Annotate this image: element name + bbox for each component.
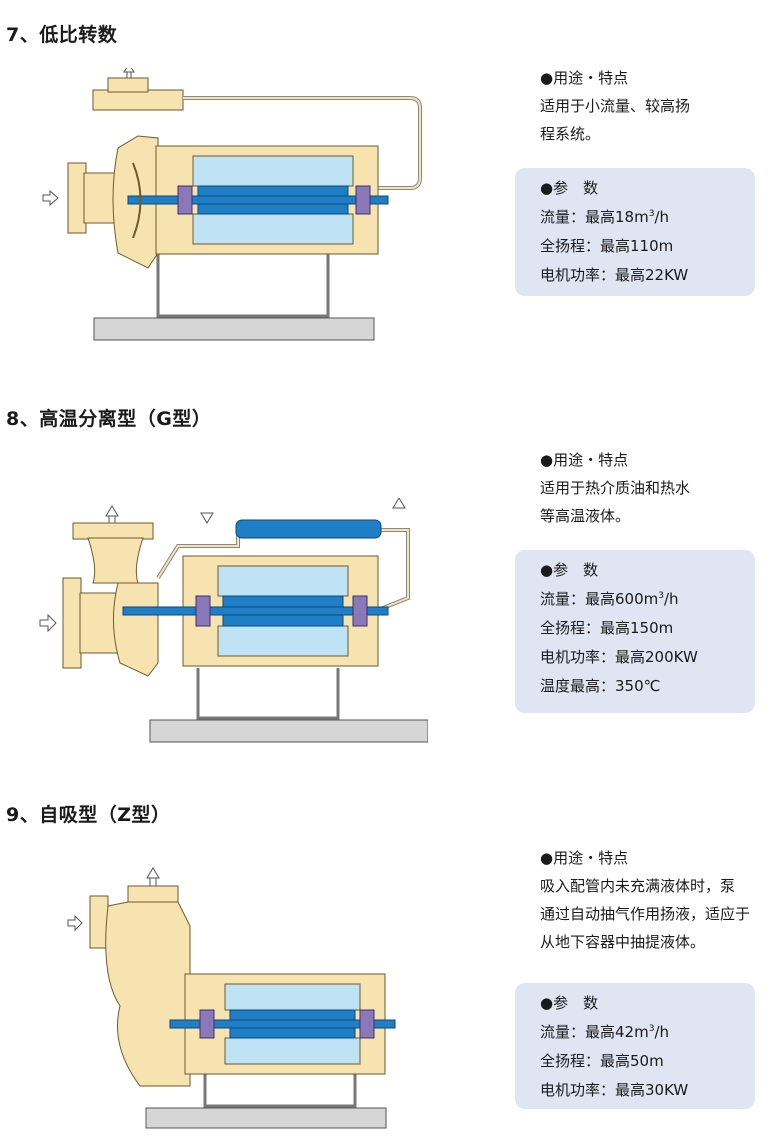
parameters-box: ●参 数 流量：最高600m3/h 全扬程：最高150m 电机功率：最高200K… [515, 550, 755, 713]
pump-diagram [67, 867, 396, 1129]
shaft [127, 195, 389, 205]
stator [192, 155, 354, 187]
uses-features: ●用途・特点 吸入配管内未充满液体时，泵 通过自动抽气作用扬液，适应于 从地下容… [540, 844, 750, 956]
down-arrow-icon [200, 512, 214, 524]
inlet-arrow-icon [42, 189, 59, 207]
up-arrow-icon [105, 505, 119, 523]
heat-exchanger [235, 519, 382, 539]
params-title: ●参 数 [540, 994, 599, 1012]
pump-diagram [39, 498, 428, 743]
param-flow: 流量：最高18m3/h [540, 208, 670, 226]
section-heading: 7、低比转数 [6, 24, 118, 46]
shaft [169, 1019, 396, 1029]
param-power: 电机功率：最高22KW [540, 266, 689, 284]
stator [224, 983, 361, 1011]
uses-line: 吸入配管内未充满液体时，泵 [540, 877, 736, 895]
pump-diagram [42, 68, 422, 341]
section-low-specific-speed: 7、低比转数 ●用途・特点 适用于小流量、较高扬 程系 [0, 0, 780, 380]
uses-title: ●用途・特点 [540, 849, 629, 867]
uses-features: ●用途・特点 适用于热介质油和热水 等高温液体。 [540, 446, 690, 530]
base-plate [145, 1107, 387, 1129]
uses-title: ●用途・特点 [540, 451, 629, 469]
section-heading: 9、自吸型（Z型） [6, 804, 171, 826]
uses-line: 从地下容器中抽提液体。 [540, 933, 706, 951]
support-stand [196, 668, 340, 720]
parameters-box: ●参 数 流量：最高42m3/h 全扬程：最高50m 电机功率：最高30KW [515, 983, 755, 1109]
uses-line: 程系统。 [540, 125, 601, 143]
param-head: 全扬程：最高50m [540, 1052, 664, 1070]
param-temperature: 温度最高：350℃ [540, 677, 661, 695]
base-plate [149, 719, 428, 743]
up-arrow-icon [146, 867, 160, 886]
base-plate [93, 317, 375, 341]
uses-line: 适用于热介质油和热水 [540, 479, 691, 497]
param-flow: 流量：最高600m3/h [540, 590, 679, 608]
params-title: ●参 数 [540, 561, 599, 579]
priming-casing [105, 901, 191, 1087]
section-heading: 8、高温分离型（G型） [6, 408, 212, 430]
uses-line: 适用于小流量、较高扬 [540, 97, 691, 115]
bearing [177, 185, 193, 215]
inlet-arrow-icon [39, 613, 57, 633]
bearing [199, 1009, 215, 1039]
support-stand [156, 248, 330, 318]
stator [217, 565, 349, 597]
bearing [195, 595, 211, 627]
param-power: 电机功率：最高30KW [540, 1081, 689, 1099]
param-power: 电机功率：最高200KW [540, 648, 698, 666]
param-head: 全扬程：最高150m [540, 619, 674, 637]
uses-line: 通过自动抽气作用扬液，适应于 [540, 905, 751, 923]
impeller [132, 162, 142, 239]
uses-line: 等高温液体。 [540, 507, 631, 525]
shaft [122, 606, 389, 616]
params-title: ●参 数 [540, 179, 599, 197]
uses-features: ●用途・特点 适用于小流量、较高扬 程系统。 [540, 64, 690, 148]
parameters-box: ●参 数 流量：最高18m3/h 全扬程：最高110m 电机功率：最高22KW [515, 168, 755, 296]
param-head: 全扬程：最高110m [540, 237, 674, 255]
section-self-priming: 9、自吸型（Z型） ●用途・特点 吸入配管内未充满液体时，泵 通过自动抽气作用扬… [0, 770, 780, 1142]
param-flow: 流量：最高42m3/h [540, 1023, 670, 1041]
section-high-temp-separation: 8、高温分离型（G型） ●用途・特点 适用于热介质油和热水 等高温液体。 [0, 380, 780, 770]
inlet-arrow-icon [67, 914, 83, 932]
uses-title: ●用途・特点 [540, 69, 629, 87]
up-arrow-icon [392, 498, 406, 509]
support-stand [203, 1056, 357, 1108]
up-arrow-icon [123, 68, 135, 78]
